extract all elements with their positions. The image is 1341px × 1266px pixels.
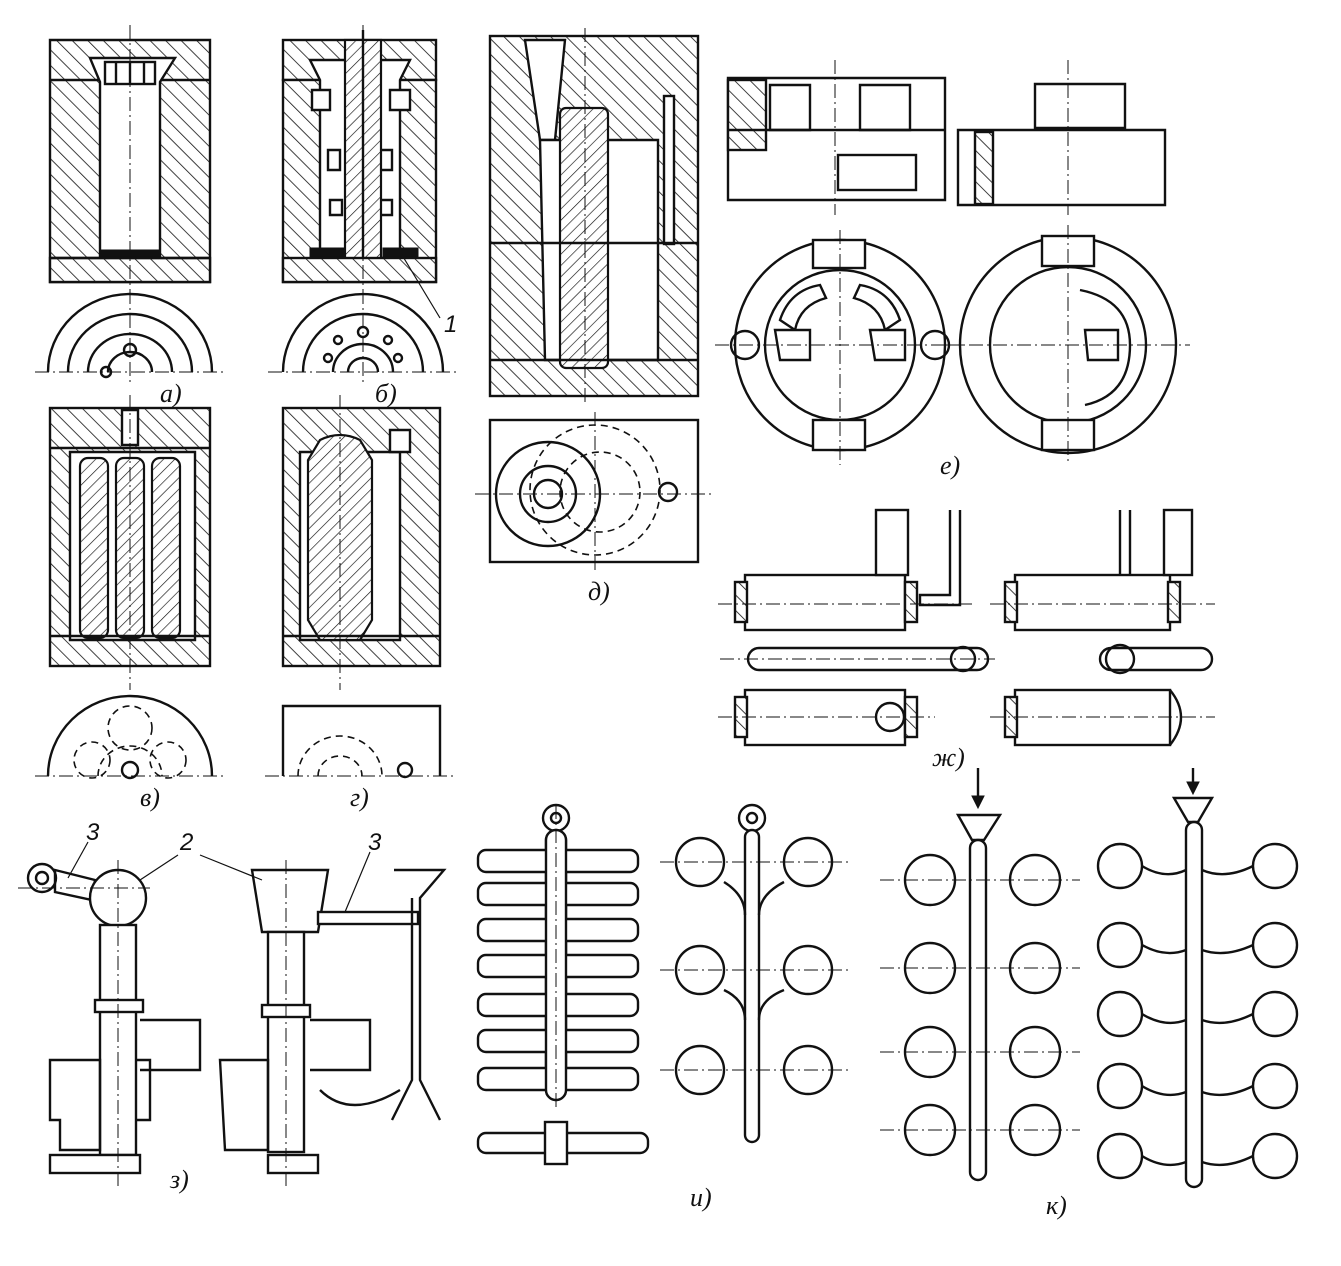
panel-d-label: д) xyxy=(588,577,610,606)
leader-2-left xyxy=(139,854,179,881)
callout-2: 2 xyxy=(179,829,193,856)
panel-g: г) xyxy=(265,395,455,812)
panel-z-left-gating xyxy=(18,860,202,1190)
panel-z-right-gating xyxy=(218,860,447,1190)
panel-k-label: к) xyxy=(1046,1191,1067,1220)
panel-i: и) xyxy=(476,803,850,1212)
leader-2-right xyxy=(199,854,263,881)
panel-a: а) xyxy=(35,25,225,408)
panel-d: д) xyxy=(475,28,712,606)
panel-a-mould-section xyxy=(48,25,212,300)
panel-a-plan-view xyxy=(35,290,225,385)
panel-i-cluster-left xyxy=(476,803,650,1166)
panel-z-label: з) xyxy=(169,1165,189,1194)
panel-b-mould-section xyxy=(281,25,441,319)
panel-zh-upper-right xyxy=(990,508,1215,632)
panel-k-cluster-right xyxy=(1096,768,1299,1189)
panel-g-label: г) xyxy=(350,783,369,812)
panel-e-section-right xyxy=(956,60,1167,215)
panel-v-label: в) xyxy=(140,783,160,812)
panel-b-plan-view xyxy=(268,290,458,385)
panel-v-mould-section xyxy=(48,395,212,690)
panel-b-label: б) xyxy=(375,379,397,408)
panel-e-plan-right xyxy=(945,225,1190,465)
panel-i-cluster-right xyxy=(660,803,850,1144)
panel-e-section-left xyxy=(726,60,947,215)
panel-g-plan-view xyxy=(265,704,455,779)
callout-1: 1 xyxy=(444,311,457,338)
panel-d-mould-section xyxy=(488,28,700,405)
panel-d-plan-view xyxy=(475,412,712,570)
leader-3-left xyxy=(67,841,89,879)
panel-v: в) xyxy=(35,395,225,812)
panel-i-label: и) xyxy=(690,1183,712,1212)
panel-zh: ж) xyxy=(718,508,1215,772)
panel-e-label: е) xyxy=(940,451,960,480)
panel-a-label: а) xyxy=(160,379,182,408)
panel-g-mould-section xyxy=(281,395,442,690)
callout-3-right: 3 xyxy=(368,829,382,856)
panel-zh-upper-left xyxy=(718,508,975,632)
panel-zh-lower-left xyxy=(718,688,935,747)
panel-e: е) xyxy=(715,60,1190,480)
leader-3-right xyxy=(344,851,371,913)
panel-e-plan-left xyxy=(715,230,965,465)
panel-b: 1 б) xyxy=(268,25,458,408)
panel-zh-label: ж) xyxy=(932,743,965,772)
panel-k: к) xyxy=(880,768,1299,1220)
callout-3-left: 3 xyxy=(86,819,100,846)
panel-zh-lower-right xyxy=(990,688,1215,747)
panel-z: 3 2 3 з) xyxy=(18,819,447,1194)
panel-zh-runner xyxy=(720,643,1214,675)
panel-k-cluster-left xyxy=(880,768,1080,1182)
panel-v-plan-view xyxy=(35,694,225,780)
